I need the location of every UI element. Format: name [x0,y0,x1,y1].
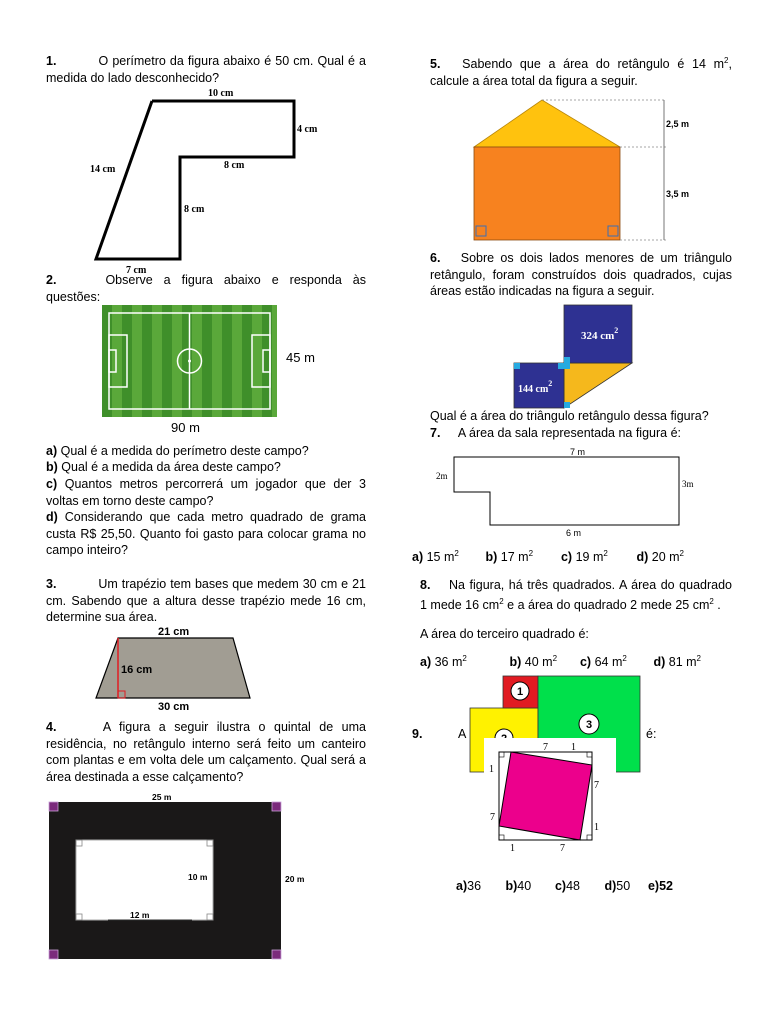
q9-label-top-1: 1 [571,742,576,753]
soccer-field [102,305,277,417]
q9-label-left-1: 1 [489,764,494,775]
q1-label-mid: 8 cm [224,160,245,171]
q6-number: 6. [430,251,441,265]
q8-option-a[interactable]: a) 36 m2 [420,654,467,670]
q9-partial-left: A [458,727,467,741]
q1-shape [93,99,296,261]
house-body [473,146,621,241]
room-top-label: 7 m [570,447,585,457]
house-roof [472,99,622,148]
q9-label-top-7: 7 [543,742,548,753]
q9-label-right-7: 7 [594,780,599,791]
q1-statement: O perímetro da figura abaixo é 50 cm. Qu… [46,54,366,85]
trapezoid-bottom-label: 30 cm [158,701,189,713]
q2-item-b: b) Qual é a medida da área deste campo? [46,460,281,474]
q2-statement: Observe a figura abaixo e responda às qu… [46,273,366,304]
q9-figure: 7 1 7 1 7 1 1 7 [484,738,616,854]
room-right-label: 3m [682,479,694,489]
q4-yard: 25 m 20 m 10 m 12 m [46,790,316,962]
big-square [563,304,633,364]
q7-room: 7 m 2m 3m 6 m [436,447,694,538]
small-square [513,362,565,409]
field-height-label: 45 m [286,350,315,365]
q6-question: Qual é a área do triângulo retângulo des… [430,409,709,423]
yard-outer-height-label: 20 m [285,874,305,884]
q4-statement: A figura a seguir ilustra o quintal de u… [46,720,366,784]
yard-inner-width-label: 12 m [130,910,150,920]
field-width-label: 90 m [171,420,200,435]
q9-number: 9. [412,727,423,741]
q6-statement: Sobre os dois lados menores de um triâng… [430,251,732,298]
yard-inner-height-label: 10 m [188,872,208,882]
q9-option-b[interactable]: b) 40 [505,879,532,893]
q1-label-inner: 8 cm [184,204,205,215]
q9-options: a)36 b) 40 c) 48 d) 50 e)52 [456,879,673,893]
q3-statement: Um trapézio tem bases que medem 30 cm e … [46,577,366,624]
q5-number: 5. [430,57,441,72]
q9-label-left-7: 7 [490,812,495,823]
q1-label-right: 4 cm [297,124,318,135]
q9-label-bottom-7: 7 [560,843,565,854]
q7-option-b[interactable]: b) 17 m2 [485,549,534,565]
house-body-height-label: 3,5 m [666,189,689,199]
q9-label-right-1: 1 [594,822,599,833]
q1-label-left: 14 cm [90,164,116,175]
square-1-label: 1 [517,686,523,698]
q9-option-d[interactable]: d) 50 [604,879,631,893]
q7-option-d[interactable]: d) 20 m2 [636,549,684,565]
house-roof-height-label: 2,5 m [666,119,689,129]
q2-text: 2. Observe a figura abaixo e responda às… [46,272,366,305]
yard-inner [75,839,214,921]
q8-number: 8. [420,578,431,592]
q3-trapezoid: 21 cm 16 cm 30 cm [95,626,251,713]
square-3-label: 3 [586,719,592,731]
q8-option-b[interactable]: b) 40 m2 [509,654,558,670]
q3-number: 3. [46,577,57,591]
big-square-label: 324 cm2 [581,326,618,342]
room-shape [453,456,680,526]
q2-item-d: d) Considerando que cada metro quadrado … [46,510,366,557]
q5-text: 5. Sabendo que a área do retângulo é 14 … [430,56,732,88]
q4-number: 4. [46,720,57,734]
q9-option-c[interactable]: c) 48 [554,879,580,893]
q3-text: 3. Um trapézio tem bases que medem 30 cm… [46,576,366,626]
q7-statement: A área da sala representada na figura é: [457,426,681,440]
q1-number: 1. [46,54,57,68]
q4-text: 4. A figura a seguir ilustra o quintal d… [46,719,366,785]
q8-option-c[interactable]: c) 64 m2 [579,654,627,670]
q1-label-bottom: 7 cm [126,265,147,276]
room-bottom-label: 6 m [566,528,581,538]
trapezoid-shape [95,637,251,699]
q2-item-c: c) Quantos metros percorrerá um jogador … [46,477,366,508]
small-square-label: 144 cm2 [518,379,552,395]
trapezoid-top-label: 21 cm [158,626,189,638]
q1-text: 1. O perímetro da figura abaixo é 50 cm.… [46,53,366,86]
q8-text: 8. Na figura, há três quadrados. A área … [420,578,732,612]
q7-options: a) 15 m2 b) 17 m2 c) 19 m2 d) 20 m2 [412,549,684,564]
q7-option-c[interactable]: c) 19 m2 [560,549,608,565]
q1-figure: 10 cm 4 cm 8 cm 8 cm 14 cm 7 cm [90,88,318,276]
q8-options: a) 36 m2 b) 40 m2 c) 64 m2 d) 81 m2 [420,654,701,669]
yard-outer-width-label: 25 m [152,792,172,802]
q6-text: 6. Sobre os dois lados menores de um tri… [430,250,732,300]
q8-question: A área do terceiro quadrado é: [420,627,589,641]
trapezoid-height-label: 16 cm [121,664,152,676]
q1-label-top: 10 cm [208,88,234,99]
q9-inner-square [498,751,593,841]
q5-house: 2,5 m 3,5 m [472,99,689,241]
q8-option-d[interactable]: d) 81 m2 [653,654,701,670]
q9-option-a[interactable]: a)36 [456,879,482,893]
q9-option-e[interactable]: e)52 [647,879,673,893]
q7-number: 7. [430,426,441,440]
q2-item-a: a) Qual é a medida do perímetro deste ca… [46,444,309,458]
q7-text: 7. A área da sala representada na figura… [430,425,732,442]
q7-option-a[interactable]: a) 15 m2 [412,549,459,565]
q6-figure: 324 cm2 144 cm2 [513,304,634,409]
q2-number: 2. [46,273,57,287]
q9-label-bottom-1: 1 [510,843,515,854]
right-triangle [563,362,634,409]
q9-partial-right: é: [646,727,657,741]
room-left-label: 2m [436,471,448,481]
